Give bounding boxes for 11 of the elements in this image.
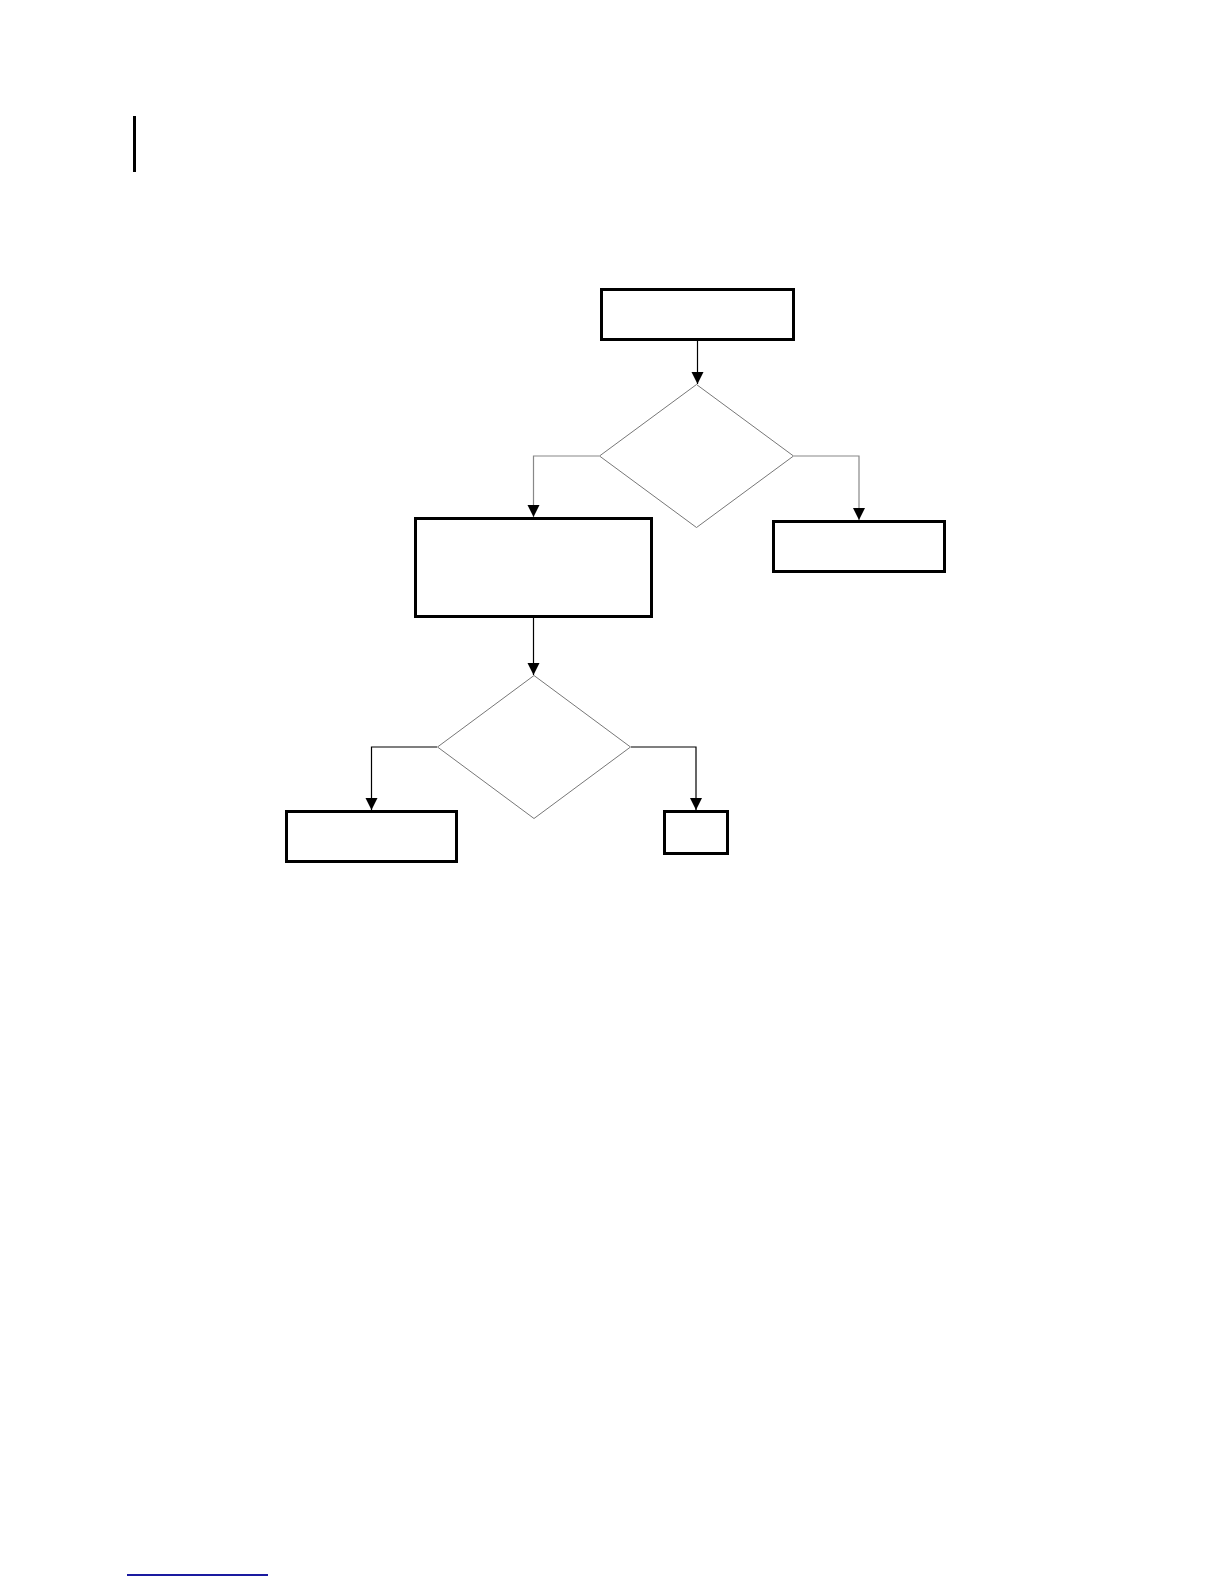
arrow — [527, 455, 600, 518]
process-box — [285, 810, 458, 863]
arrow — [691, 340, 704, 385]
arrow — [527, 617, 540, 676]
arrow — [793, 455, 865, 521]
process-box — [600, 288, 795, 341]
arrow — [630, 746, 702, 811]
process-box — [414, 517, 653, 618]
process-box — [772, 520, 946, 573]
process-box — [663, 810, 729, 855]
arrow — [365, 746, 438, 811]
